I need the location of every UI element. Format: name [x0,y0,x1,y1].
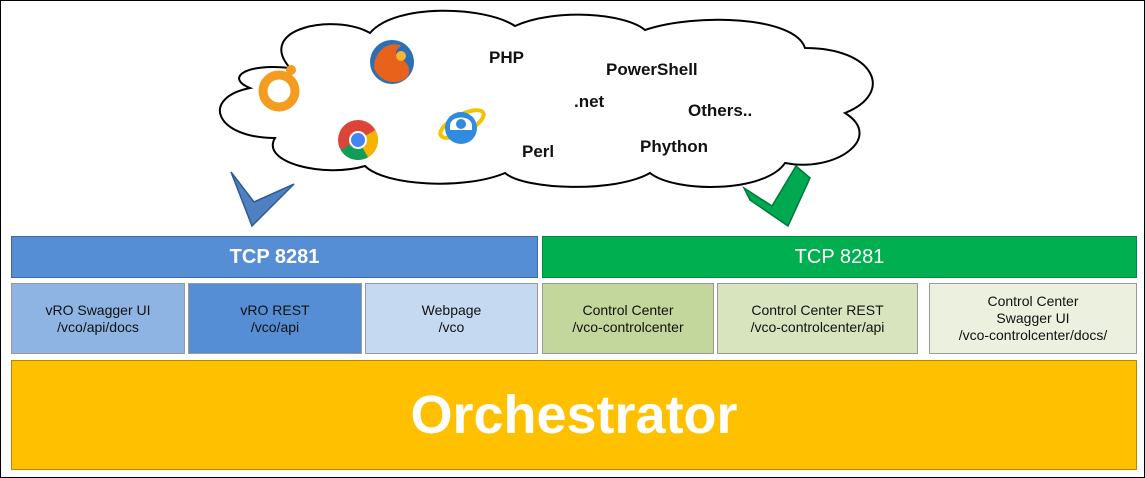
endpoint-path: /vco-controlcenter/api [750,318,885,335]
firefox-icon [370,40,414,84]
endpoint-title: Webpage [421,301,482,318]
endpoint-title: Control Center [582,301,674,318]
client-label-phython: Phython [640,137,708,156]
client-label-perl: Perl [522,142,555,161]
client-label-others: Others.. [688,101,753,120]
tcp-bar-right-label: TCP 8281 [794,245,885,268]
endpoint-title-line-1: Control Center [987,293,1079,309]
orchestrator-label: Orchestrator [410,385,738,445]
internet-explorer-icon [438,108,486,144]
blue-down-arrow [230,171,295,228]
chrome-icon [338,120,378,160]
endpoint-title: vRO Swagger UI [45,301,151,318]
tcp-bar-right: TCP 8281 [542,236,1137,278]
endpoint-path: /vco-controlcenter [572,318,684,335]
endpoint-path: /vco [438,318,465,335]
client-label-powershell: PowerShell [606,60,698,79]
endpoint-webpage: Webpage /vco [365,283,538,354]
endpoint-control-center-swagger-ui: Control Center Swagger UI /vco-controlce… [929,283,1137,354]
endpoint-path: /vco/api [250,318,300,335]
endpoint-path: /vco-controlcenter/docs/ [958,327,1108,343]
endpoint-vro-swagger-ui: vRO Swagger UI /vco/api/docs [11,283,185,354]
endpoint-control-center: Control Center /vco-controlcenter [542,283,714,354]
endpoint-path: /vco/api/docs [57,318,139,335]
client-label-dotnet: .net [574,92,605,111]
endpoint-vro-rest: vRO REST /vco/api [188,283,362,354]
orchestrator-block: Orchestrator [11,360,1137,470]
endpoint-title: vRO REST [240,301,310,318]
client-label-php: PHP [489,48,524,67]
tcp-bar-left-label: TCP 8281 [229,245,320,268]
orange-ring-icon [258,65,300,112]
endpoint-title: Control Center REST [751,301,884,318]
endpoint-control-center-rest: Control Center REST /vco-controlcenter/a… [717,283,918,354]
green-down-arrow [742,164,811,228]
tcp-bar-left: TCP 8281 [11,236,538,278]
endpoint-title-line-2: Swagger UI [996,310,1070,326]
